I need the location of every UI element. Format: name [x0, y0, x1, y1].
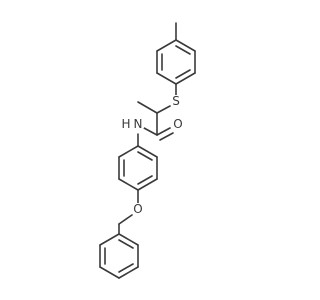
- bond: [175, 45, 191, 55]
- bond: [118, 178, 139, 191]
- bond: [137, 178, 158, 191]
- propanamide-chain: [137, 83, 177, 141]
- bond: [156, 39, 177, 52]
- benzyl-ring: [99, 233, 139, 279]
- bond: [118, 214, 133, 225]
- bond: [118, 266, 139, 279]
- benzyloxy-linker: [118, 189, 139, 235]
- bond: [175, 72, 196, 85]
- bond: [137, 145, 158, 158]
- atom-labels: S O N H O: [121, 94, 184, 216]
- carbonyl-oxygen-label: O: [173, 117, 182, 131]
- bond: [118, 263, 134, 273]
- bond: [137, 151, 153, 161]
- bond: [137, 101, 158, 114]
- bond: [175, 39, 196, 52]
- bond: [175, 69, 191, 79]
- bond: [159, 132, 174, 141]
- molecule-structure: S O N H O: [99, 22, 196, 279]
- bond: [99, 233, 120, 246]
- bond: [118, 145, 139, 158]
- nitrogen-atom-label: N: [134, 117, 143, 131]
- sulfur-atom-label: S: [172, 94, 180, 108]
- hydrogen-on-nitrogen-label: H: [121, 117, 130, 131]
- ether-oxygen-label: O: [133, 202, 142, 216]
- bond: [156, 105, 171, 114]
- bond: [137, 175, 153, 185]
- bond: [118, 233, 139, 246]
- bond: [156, 127, 171, 136]
- bond: [143, 127, 158, 136]
- bond: [99, 266, 120, 279]
- phenylene-ring: [118, 133, 158, 191]
- tolyl-ring: [156, 22, 196, 85]
- bond: [118, 239, 134, 249]
- bond: [156, 72, 177, 85]
